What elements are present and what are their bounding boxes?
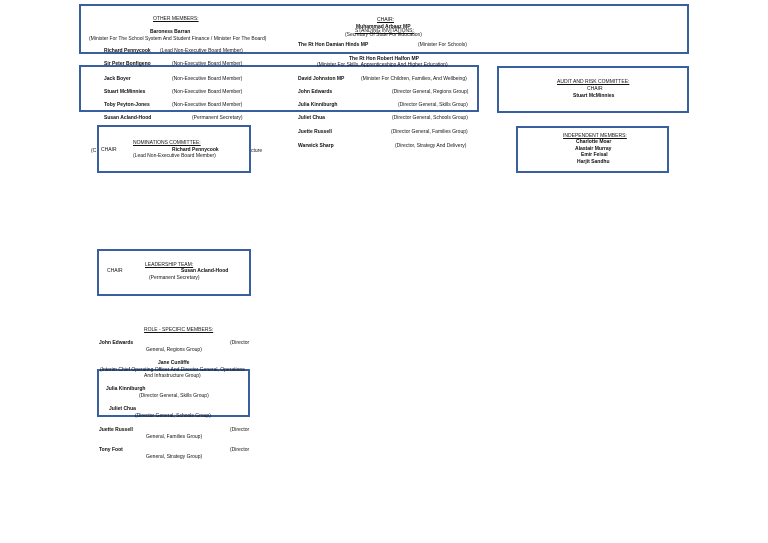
bonfigeno-role: (Non-Executive Board Member): [172, 61, 243, 67]
role-member-name: Julia Kinniburgh: [106, 386, 146, 392]
member-role: (Non-Executive Board Member): [172, 89, 243, 95]
audit-chair-label: CHAIR: [587, 86, 603, 92]
standing-invitations: STANDING INVITATIONS:: [355, 28, 414, 34]
role-member-role: (Director General, Schools Group): [135, 413, 211, 419]
role-specific-box: [97, 369, 250, 417]
member-role: (Non-Executive Board Member): [172, 76, 243, 82]
pennycook-role: (Lead Non-Executive Board Member): [160, 48, 243, 54]
role-member-role: (Director: [230, 340, 250, 346]
official-role: (Director General, Families Group): [391, 129, 468, 135]
independent-member: Charlotte Moar: [576, 139, 612, 145]
role-member-role: General, Regions Group): [146, 347, 202, 353]
audit-committee-box: [497, 66, 689, 113]
leadership-team-box: [97, 249, 251, 296]
role-member-role: (Director General, Skills Group): [139, 393, 209, 399]
independent-member: Harjit Sandhu: [577, 159, 610, 165]
halfon-name: The Rt Hon Robert Halfon MP: [349, 56, 419, 62]
official-role: (Director, Strategy And Delivery): [395, 143, 467, 149]
audit-chair-name: Stuart McMinnies: [573, 93, 615, 99]
halfon-role: (Minister For Skills, Apprenticeships An…: [317, 62, 448, 68]
nominations-chair-label: CHAIR: [101, 147, 117, 153]
official-name: Julia Kinniburgh: [298, 102, 338, 108]
role-member-role: General, Families Group): [146, 434, 203, 440]
leadership-heading: LEADERSHIP TEAM:: [145, 262, 194, 268]
official-name: Warwick Sharp: [298, 143, 334, 149]
chair-role-fragment: (Secretary Of State For Education): [345, 32, 422, 38]
member-name: Toby Peyton-Jones: [104, 102, 150, 108]
role-member-name: John Edwards: [99, 340, 134, 346]
other-members-heading: OTHER MEMBERS:: [153, 16, 199, 22]
role-member-name: Jane Cunliffe: [158, 360, 190, 366]
baroness-name: Baroness Barran: [150, 29, 191, 35]
member-role: (Permanent Secretary): [192, 115, 243, 121]
chair-name: Muhammad Arbaaz MP: [356, 24, 411, 30]
nominations-heading: NOMINATIONS COMMITTEE:: [133, 140, 201, 146]
leadership-chair-label: CHAIR: [107, 268, 123, 274]
official-role: (Director General, Schools Group): [392, 115, 468, 121]
official-role: (Director General, Skills Group): [398, 102, 468, 108]
leadership-chair-name: Susan Acland-Hood: [181, 268, 229, 274]
nominations-left-fragment: (C: [91, 148, 97, 154]
role-specific-heading: ROLE - SPECIFIC MEMBERS:: [144, 327, 214, 333]
nominations-right-fragment: cture: [251, 148, 263, 154]
official-role: (Minister For Children, Families, And We…: [361, 76, 467, 82]
role-member-role: (Interim Chief Operating Officer And Dir…: [100, 367, 245, 373]
official-name: John Edwards: [298, 89, 333, 95]
member-name: Susan Acland-Hood: [104, 115, 152, 121]
role-member-name: Juette Russell: [99, 427, 133, 433]
bonfigeno-name: Sir Peter Bonfigeno: [104, 61, 151, 67]
independent-heading: INDEPENDENT MEMBERS:: [563, 133, 627, 139]
nominations-committee-box: [97, 125, 251, 173]
member-name: Stuart McMinnies: [104, 89, 146, 95]
role-member-role: General, Strategy Group): [146, 454, 203, 460]
baroness-role: (Minister For The School System And Stud…: [89, 36, 267, 42]
nominations-chair-role: (Lead Non-Executive Board Member): [133, 153, 216, 159]
board-top-box: [79, 4, 689, 54]
independent-members-box: [516, 126, 669, 173]
member-name: Jack Boyer: [104, 76, 131, 82]
hinds-role: (Minister For Schools): [418, 42, 467, 48]
official-name: Juliet Chua: [298, 115, 325, 121]
chair-heading: CHAIR:: [377, 17, 394, 23]
role-member-name: Tony Foot: [99, 447, 123, 453]
board-middle-left-box: [79, 65, 479, 112]
nominations-chair-name: Richard Pennycook: [172, 147, 219, 153]
official-role: (Director General, Regions Group): [392, 89, 469, 95]
member-role: (Non-Executive Board Member): [172, 102, 243, 108]
role-member-role: (Director: [230, 427, 250, 433]
leadership-chair-role: (Permanent Secretary): [149, 275, 200, 281]
hinds-name: The Rt Hon Damian Hinds MP: [298, 42, 369, 48]
official-name: David Johnston MP: [298, 76, 345, 82]
role-member-role: And Infrastructure Group): [144, 373, 201, 379]
official-name: Juette Russell: [298, 129, 332, 135]
role-member-name: Juliet Chua: [109, 406, 136, 412]
role-member-role: (Director: [230, 447, 250, 453]
independent-member: Alastair Murray: [575, 146, 612, 152]
pennycook-name: Richard Pennycook: [104, 48, 151, 54]
audit-heading: AUDIT AND RISK COMMITTEE:: [557, 79, 630, 85]
independent-member: Emir Feisal: [581, 152, 608, 158]
